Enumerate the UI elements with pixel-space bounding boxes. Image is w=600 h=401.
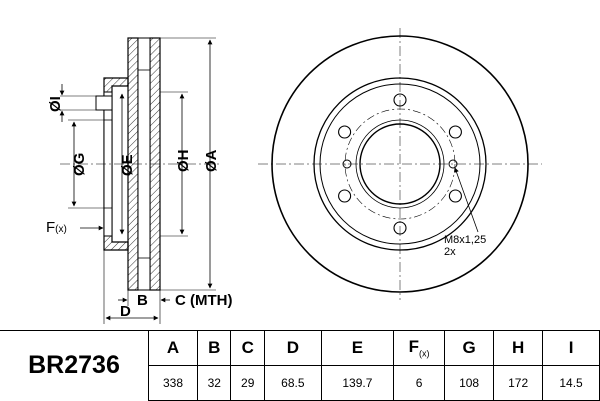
value-h: 172 (493, 365, 544, 401)
side-section-view: ØA ØH ØE ØG ØI F(x) B C (MTH) D (46, 37, 232, 324)
stud-hole (448, 125, 462, 139)
label-g: ØG (71, 153, 88, 176)
stud-hole (393, 221, 407, 235)
label-e: ØE (119, 154, 136, 176)
part-number: BR2736 (0, 330, 149, 401)
front-view: M8x1,25 2x (258, 28, 542, 300)
bolt-hole-section (95, 95, 113, 111)
stud-hole (448, 189, 462, 203)
col-header-h: H (493, 330, 544, 366)
value-e: 139.7 (320, 365, 395, 401)
label-c: C (MTH) (175, 292, 232, 309)
col-header-b: B (197, 330, 232, 366)
thread-note: M8x1,25 (444, 234, 486, 246)
value-b: 32 (197, 365, 232, 401)
value-c: 29 (230, 365, 265, 401)
col-header-d: D (263, 330, 322, 366)
label-d: D (120, 303, 131, 320)
col-header-e: E (320, 330, 395, 366)
col-header-f: F(x) (393, 330, 446, 366)
label-h: ØH (175, 150, 192, 173)
label-i: ØI (47, 96, 64, 112)
brake-disc-drawing: ØA ØH ØE ØG ØI F(x) B C (MTH) D (46, 28, 542, 324)
col-header-a: A (147, 330, 199, 366)
col-header-i: I (542, 330, 600, 366)
col-header-g: G (444, 330, 495, 366)
label-a: ØA (203, 149, 220, 172)
label-f: F(x) (46, 219, 67, 236)
thread-hole-right (448, 159, 458, 169)
value-i: 14.5 (542, 365, 600, 401)
thread-hole-left (342, 159, 352, 169)
value-f: 6 (393, 365, 446, 401)
value-g: 108 (444, 365, 495, 401)
value-d: 68.5 (263, 365, 322, 401)
spec-table: BR2736 A B C D E F(x) G H I 338 32 29 68… (0, 330, 600, 401)
stud-hole (393, 93, 407, 107)
value-a: 338 (147, 365, 199, 401)
bolt-holes (338, 93, 462, 235)
label-b: B (137, 292, 148, 309)
stud-hole (338, 189, 352, 203)
col-header-c: C (230, 330, 265, 366)
thread-count: 2x (444, 246, 456, 258)
stud-hole (338, 125, 352, 139)
